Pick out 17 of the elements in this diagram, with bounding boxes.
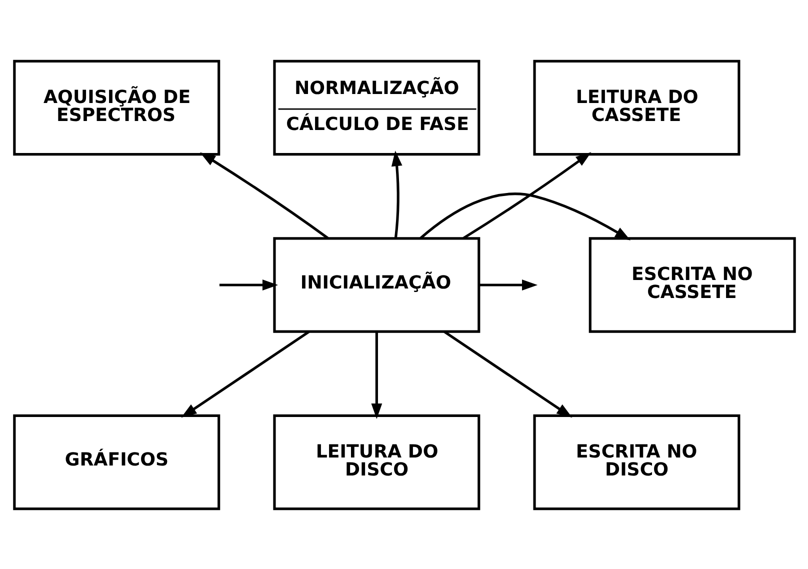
arrow — [390, 150, 402, 238]
node-box: ESCRITA NO DISCO — [532, 414, 740, 510]
node-box: AQUISIÇÃO DE ESPECTROS — [12, 59, 220, 156]
arrow — [478, 279, 538, 290]
node-box: INICIALIZAÇÃO — [272, 236, 480, 332]
node-box: LEITURA DO CASSETE — [532, 59, 740, 156]
arrow — [419, 192, 630, 240]
node-box: ESCRITA NO CASSETE — [588, 236, 796, 332]
node-box: LEITURA DO DISCO — [272, 414, 480, 510]
arrow — [218, 279, 278, 290]
node-box: NORMALIZAÇÃO CÁLCULO DE FASE — [272, 59, 480, 156]
arrow — [462, 152, 591, 239]
arrow — [370, 331, 382, 419]
arrow — [199, 152, 328, 239]
arrow — [443, 330, 572, 418]
node-box: GRÁFICOS — [12, 414, 220, 510]
arrow — [180, 330, 310, 418]
